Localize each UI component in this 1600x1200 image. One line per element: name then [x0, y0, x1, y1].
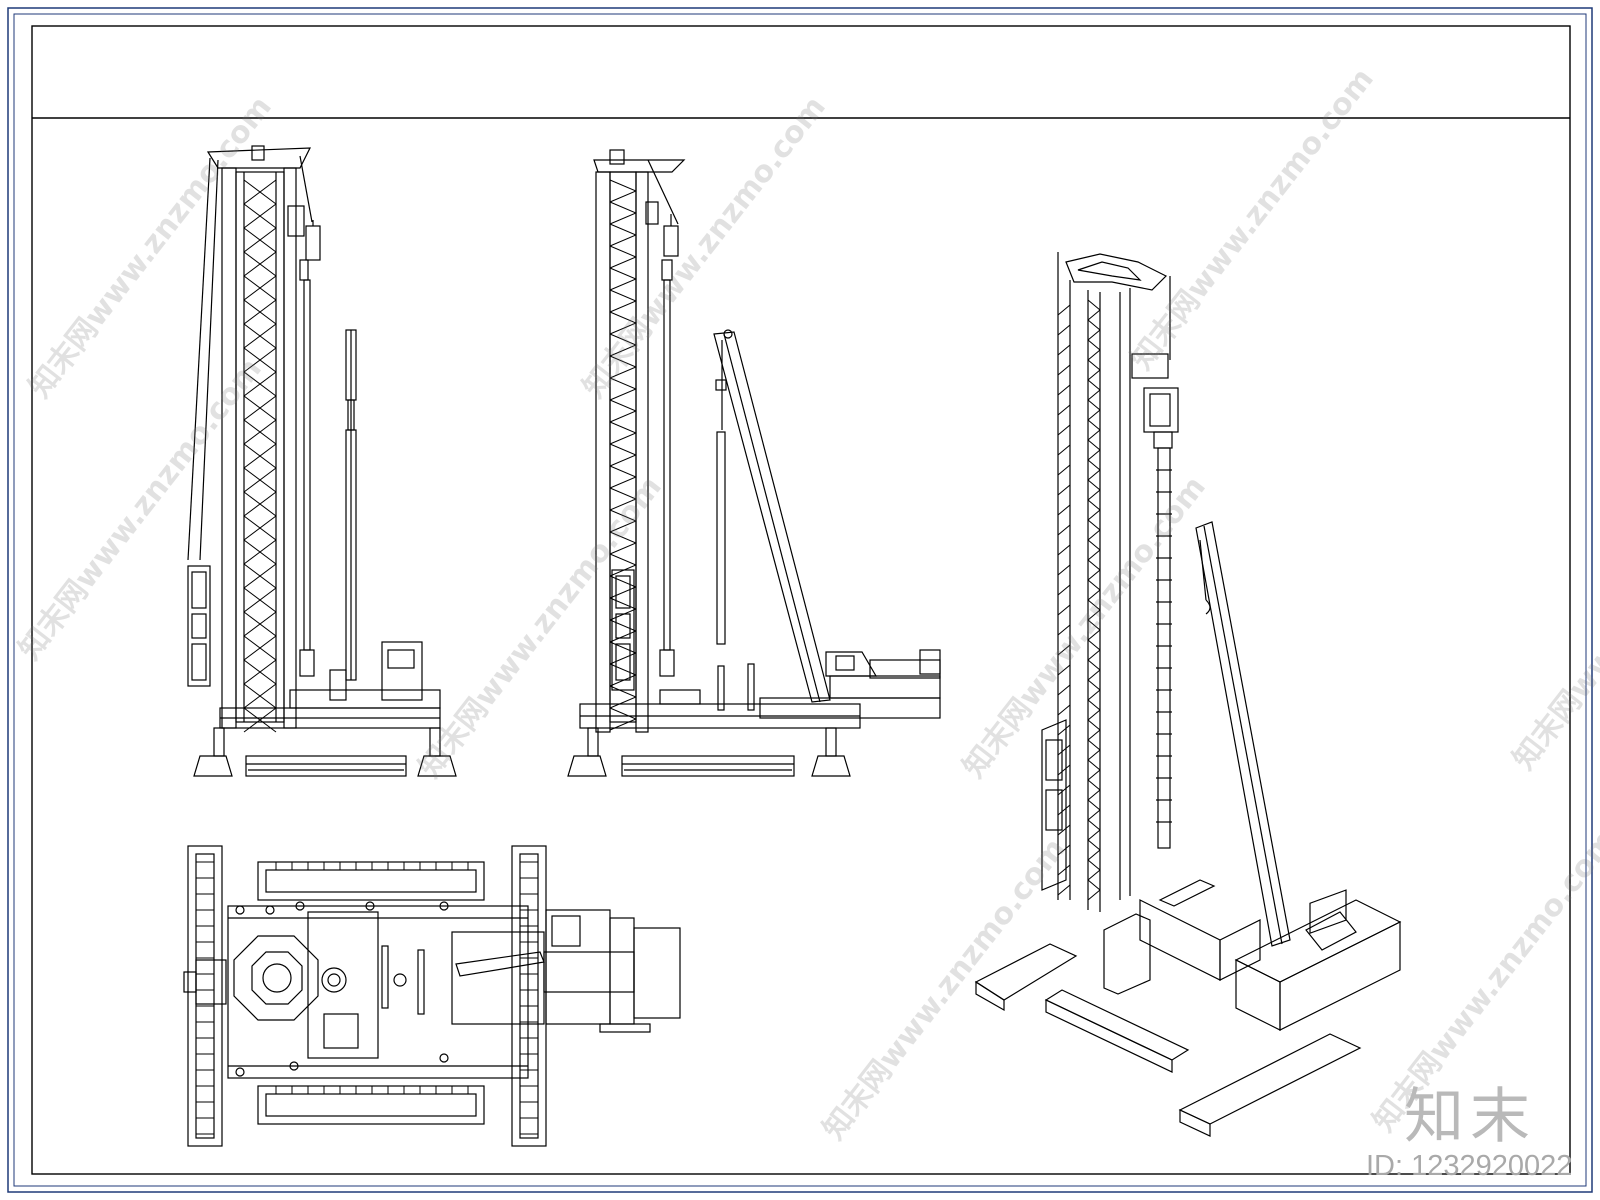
mast-truss-front: [243, 179, 277, 733]
outer-frame: [7, 7, 1593, 1193]
mast-truss-side: [609, 179, 637, 731]
image-id-label: ID: 1232920022: [1366, 1150, 1573, 1182]
drawing-border: [31, 25, 1571, 1175]
pile-driver-plan-view: [183, 845, 681, 1147]
brand-watermark: 知末: [1404, 1082, 1536, 1152]
mast-truss-isometric: [1057, 299, 1172, 901]
track-links: [196, 861, 538, 1135]
pile-driver-side-view: [567, 149, 941, 777]
pile-driver-isometric-view: [974, 252, 1402, 1137]
outer-frame-inner: [13, 13, 1587, 1187]
pile-driver-front-view: [187, 145, 457, 777]
